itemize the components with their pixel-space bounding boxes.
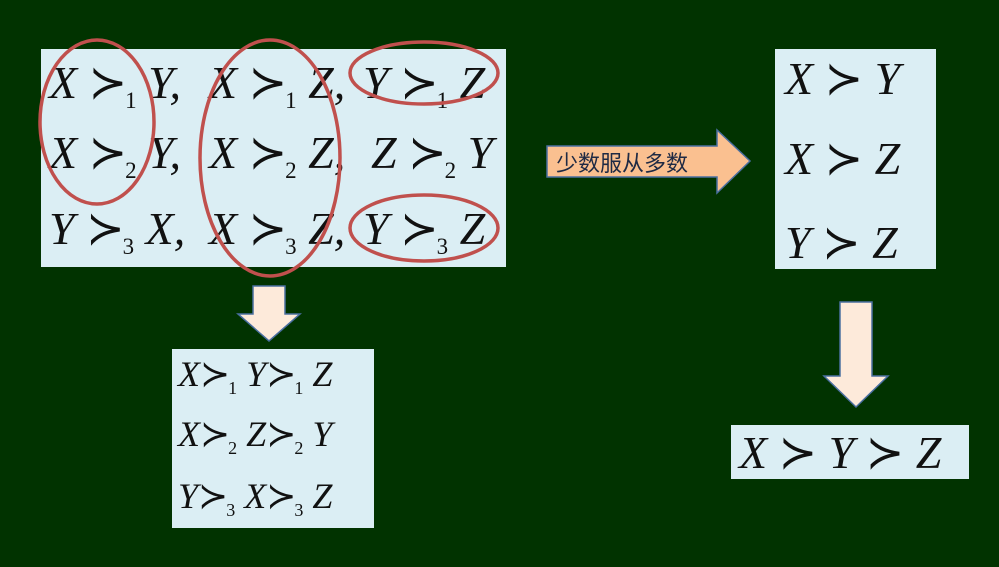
social-order-box: X ≻ Y ≻ Z xyxy=(731,425,969,479)
relation: Z ≻2 Y xyxy=(371,127,494,184)
relation: Y ≻ Z xyxy=(785,217,898,268)
relation: X ≻1 Y, xyxy=(49,57,182,114)
relation: X ≻2 Y, xyxy=(49,127,182,184)
relation: X ≻2 Z, xyxy=(209,127,346,184)
relation: Y ≻3 X, xyxy=(49,203,186,260)
relation: X≻2 Z≻2 Y xyxy=(178,414,333,459)
relation: Y ≻1 Z xyxy=(363,57,486,114)
relation: X ≻ Y ≻ Z xyxy=(739,427,942,478)
arrow-down-icon xyxy=(822,301,890,409)
majority-result-box: X ≻ Y X ≻ Z Y ≻ Z xyxy=(775,49,936,269)
majority-rule-label: 少数服从多数 xyxy=(556,152,689,177)
relation: X ≻3 Z, xyxy=(209,203,346,260)
individual-orders-box: X≻1 Y≻1 Z X≻2 Z≻2 Y Y≻3 X≻3 Z xyxy=(172,349,374,528)
preference-profile-box: X ≻1 Y, X ≻1 Z, Y ≻1 Z X ≻2 Y, X ≻2 Z, Z… xyxy=(41,49,506,267)
relation: X≻1 Y≻1 Z xyxy=(178,354,333,399)
relation: X ≻ Z xyxy=(785,133,901,184)
relation: X ≻ Y xyxy=(785,53,901,104)
arrow-down-icon xyxy=(235,285,303,342)
relation: X ≻1 Z, xyxy=(209,57,346,114)
relation: Y ≻3 Z xyxy=(363,203,486,260)
relation: Y≻3 X≻3 Z xyxy=(178,476,333,521)
